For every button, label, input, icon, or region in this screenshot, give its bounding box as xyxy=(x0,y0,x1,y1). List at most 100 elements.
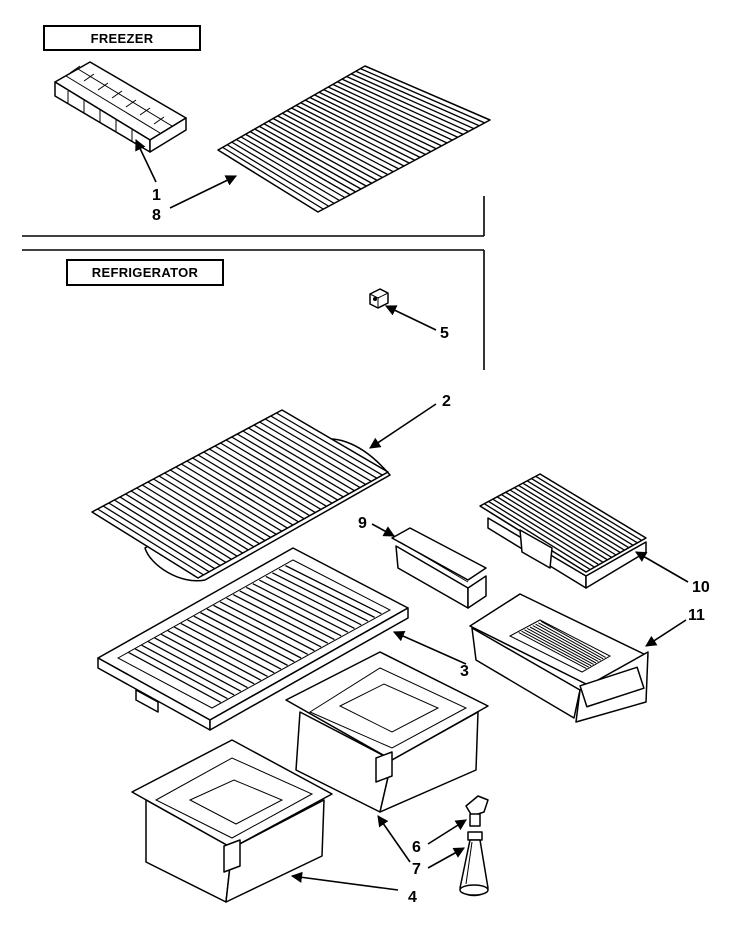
refrigerator-label-box: REFRIGERATOR xyxy=(66,259,224,286)
shelf-bar xyxy=(254,128,362,190)
freezer-label: FREEZER xyxy=(91,31,154,46)
shelf-bar xyxy=(203,451,311,517)
shelf-bar xyxy=(158,475,266,542)
wire-shelf-part xyxy=(91,409,391,582)
shelf-bar xyxy=(226,597,322,648)
shelf-bar xyxy=(355,70,480,127)
shelf-bar xyxy=(141,644,235,696)
leveling-foot-part xyxy=(459,831,489,897)
callout-2: 2 xyxy=(442,393,451,410)
shelf-bar xyxy=(174,626,268,678)
shelf-bar xyxy=(540,620,606,658)
shelf-bar xyxy=(492,498,600,566)
shelf-bar xyxy=(147,640,242,692)
crisper-cover-part xyxy=(479,473,647,589)
shelf-bar xyxy=(270,415,378,479)
glass-shelf-part xyxy=(97,547,409,731)
shelf-bar xyxy=(337,81,459,138)
wire-shelf-bars xyxy=(97,412,383,576)
shelf-bar xyxy=(304,99,421,158)
shelf-bar xyxy=(141,484,249,551)
crisper-bin-front-part xyxy=(131,739,333,903)
shelf-bar xyxy=(259,579,355,630)
shelf-bar xyxy=(125,493,232,560)
shelf-bar xyxy=(277,115,389,176)
shelf-bar xyxy=(154,637,248,689)
shelf-bar xyxy=(535,475,643,541)
shelf-bar xyxy=(219,601,315,652)
shelf-bar xyxy=(147,481,255,548)
shelf-bar xyxy=(263,123,373,184)
shelf-bar xyxy=(231,436,339,501)
shelf-bar xyxy=(276,412,383,476)
shelf-bar xyxy=(522,482,630,549)
shelf-bar xyxy=(264,418,372,482)
callout-8: 8 xyxy=(152,207,161,224)
glass-shelf-ribs xyxy=(128,565,382,703)
shelf-bar xyxy=(531,478,638,544)
shelf-bar xyxy=(272,572,369,622)
shelf-bar xyxy=(248,427,355,492)
callout-3: 3 xyxy=(460,663,469,680)
shelf-bar xyxy=(513,487,621,554)
shelf-bar xyxy=(225,439,333,504)
shelf-bar xyxy=(128,651,222,703)
shelf-bar xyxy=(309,96,426,156)
shelf-bar xyxy=(505,491,613,558)
shelf-bar xyxy=(242,430,350,495)
shelf-bar xyxy=(197,454,305,520)
clip-part xyxy=(369,288,389,309)
shelf-bar xyxy=(526,627,594,665)
shelf-bar xyxy=(209,448,316,514)
shelf-bar xyxy=(239,590,335,641)
shelf-bar xyxy=(501,494,608,561)
shelf-bar xyxy=(496,496,604,563)
shelf-bar xyxy=(213,604,308,655)
shelf-bar xyxy=(186,460,294,526)
shelf-bar xyxy=(119,496,227,563)
shelf-bar xyxy=(220,442,327,507)
shelf-bar xyxy=(346,75,469,133)
shelf-bar xyxy=(175,466,283,532)
shelf-bar xyxy=(160,633,255,685)
callout-6: 6 xyxy=(412,839,421,856)
shelf-bar xyxy=(278,568,375,618)
section-dividers xyxy=(22,196,485,370)
shelf-bar xyxy=(249,131,356,193)
shelf-bar xyxy=(102,505,210,573)
shelf-bar xyxy=(529,626,597,664)
shelf-bar xyxy=(526,480,634,546)
freezer-label-box: FREEZER xyxy=(43,25,201,51)
refrigerator-label: REFRIGERATOR xyxy=(92,265,199,280)
callout-5: 5 xyxy=(440,325,449,342)
shelf-bar xyxy=(236,138,340,202)
shelf-bar xyxy=(300,102,416,161)
shelf-bar xyxy=(236,433,344,498)
shelf-bar xyxy=(524,629,592,667)
meat-pan-ribs xyxy=(518,620,606,670)
shelf-bar xyxy=(518,484,625,551)
shelf-bar xyxy=(314,94,432,153)
shelf-bar xyxy=(245,586,342,637)
shelf-bar xyxy=(318,91,437,150)
shelf-bar xyxy=(192,457,299,523)
callout-1: 1 xyxy=(152,187,161,204)
crisper-bin-back-part xyxy=(285,651,489,813)
small-bin-part xyxy=(391,527,487,609)
shelf-bar xyxy=(327,86,448,144)
shelf-bar xyxy=(181,463,288,529)
shelf-bar xyxy=(323,89,442,147)
shelf-bar xyxy=(222,146,324,210)
shelf-bar xyxy=(509,489,617,556)
shelf-bar xyxy=(518,632,587,670)
shelf-bar xyxy=(360,68,485,124)
callout-numbers: 1 8 5 2 9 10 11 3 6 7 4 xyxy=(152,187,710,906)
shelf-bar xyxy=(535,623,602,661)
crisper-cover-bars xyxy=(483,475,643,571)
shelf-bar xyxy=(341,78,464,135)
shelf-bar xyxy=(169,469,277,535)
shelf-bar xyxy=(214,445,322,510)
shelf-bar xyxy=(259,421,366,486)
shelf-bar xyxy=(285,565,382,615)
